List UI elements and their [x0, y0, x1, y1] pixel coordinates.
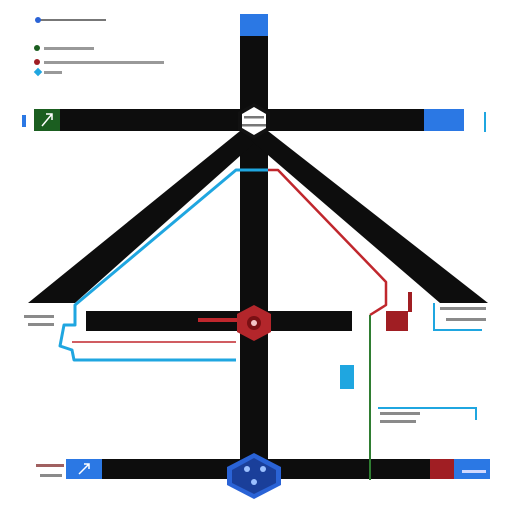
terminal-right-lower-caption — [462, 470, 486, 473]
terminal-right-upper-tab — [484, 112, 486, 132]
terminal-top[interactable] — [240, 14, 268, 36]
bullet-icon — [33, 67, 43, 77]
red-route-path — [268, 168, 388, 317]
legend — [33, 17, 164, 77]
hub-top-face — [242, 107, 266, 135]
hub-top-text-bar — [244, 116, 264, 119]
hub-bottom-dot — [251, 479, 257, 485]
legend-rule — [36, 19, 106, 21]
terminal-right-upper-box[interactable] — [424, 109, 464, 131]
blue-route-spur — [378, 407, 477, 420]
side-label-right-lower-bar-2 — [380, 420, 416, 423]
terminal-right-upper[interactable] — [424, 109, 486, 132]
trunk-tracks — [28, 14, 490, 489]
terminal-right-lower-box-blue[interactable] — [454, 459, 490, 479]
terminal-top-box[interactable] — [240, 14, 268, 36]
hub-center[interactable] — [237, 305, 271, 341]
terminal-left-upper[interactable] — [22, 109, 60, 131]
blue-route-marker — [340, 365, 354, 389]
terminal-right-lower-box-red[interactable] — [430, 459, 454, 479]
lower-horizontal-trunk — [102, 459, 490, 479]
terminal-left-lower-caption — [36, 464, 64, 467]
side-label-right-lower-bar — [380, 412, 420, 415]
legend-item-bar — [44, 47, 94, 50]
legend-bullet-icon — [35, 17, 41, 23]
side-label-right-bar — [440, 307, 486, 310]
arrow-icon — [78, 463, 90, 475]
terminal-right-lower[interactable] — [430, 459, 490, 479]
bullet-icon — [34, 45, 40, 51]
red-route-marker — [386, 311, 408, 331]
blue-route-branch — [433, 303, 482, 331]
side-label-right-bar-2 — [446, 318, 486, 321]
legend-item-bar — [44, 71, 62, 74]
hub-bottom-dot — [260, 466, 266, 472]
bullet-icon — [34, 59, 40, 65]
hub-center-dot — [251, 320, 257, 326]
blue-route — [58, 168, 482, 420]
hub-top-text-bar-2 — [242, 124, 266, 127]
side-labels — [24, 307, 486, 477]
legend-item — [33, 67, 62, 77]
side-label-left-bar — [24, 315, 54, 318]
right-diagonal-trunk — [240, 131, 488, 303]
legend-item — [34, 45, 94, 51]
left-diagonal-trunk — [28, 131, 268, 303]
legend-item-bar — [44, 61, 164, 64]
terminal-left-lower[interactable] — [66, 459, 102, 479]
hub-bottom-dot — [244, 466, 250, 472]
terminal-left-lower-caption-2 — [40, 474, 62, 477]
vertical-trunk — [240, 14, 268, 489]
blue-route-path — [58, 168, 268, 362]
terminal-left-upper-tab — [22, 115, 26, 127]
hub-top[interactable] — [238, 103, 270, 139]
red-route-tick — [408, 292, 412, 312]
hub-bottom[interactable] — [227, 453, 281, 499]
red-route — [72, 168, 412, 343]
arrow-icon — [41, 113, 53, 127]
side-label-left-bar-2 — [28, 323, 54, 326]
legend-item — [34, 59, 164, 65]
red-route-bar — [198, 318, 240, 322]
